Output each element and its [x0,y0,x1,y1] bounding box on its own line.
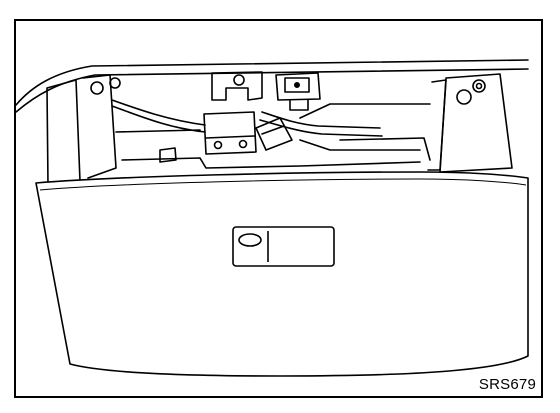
bolt-head-icon [238,139,248,149]
bolt-head-icon [213,140,223,150]
left-inner-wall [82,74,117,179]
instrument-panel-edge [15,59,529,106]
wire-harness [111,99,206,126]
right-panel-wall [439,73,513,173]
connector-icon [275,72,321,111]
left-panel-wall [46,79,81,187]
right-inner-wall [427,79,447,171]
bolt-head-icon [90,81,104,95]
lower-frame [121,157,421,169]
airbag-module-face [205,135,255,139]
bolt-head-icon [456,89,472,105]
glove-box-latch-icon [232,226,335,267]
duct [159,147,177,163]
figure-code: SRS679 [476,376,538,393]
duct [339,137,431,161]
instrument-panel-inner-edge [15,68,529,113]
connector-icon [255,117,293,151]
bolt-head-icon [109,77,121,89]
wire-harness [261,111,381,129]
airbag-module [203,111,257,155]
upper-bracket [211,71,263,101]
duct [299,139,421,151]
lower-frame [115,129,201,133]
bolt-head-icon [475,82,483,90]
bolt-head-icon [233,74,245,86]
wire-harness [111,105,206,133]
glove-box-lid [35,171,529,377]
wire-harness [259,119,383,137]
bolt-head-icon [472,79,486,93]
duct [299,103,431,119]
